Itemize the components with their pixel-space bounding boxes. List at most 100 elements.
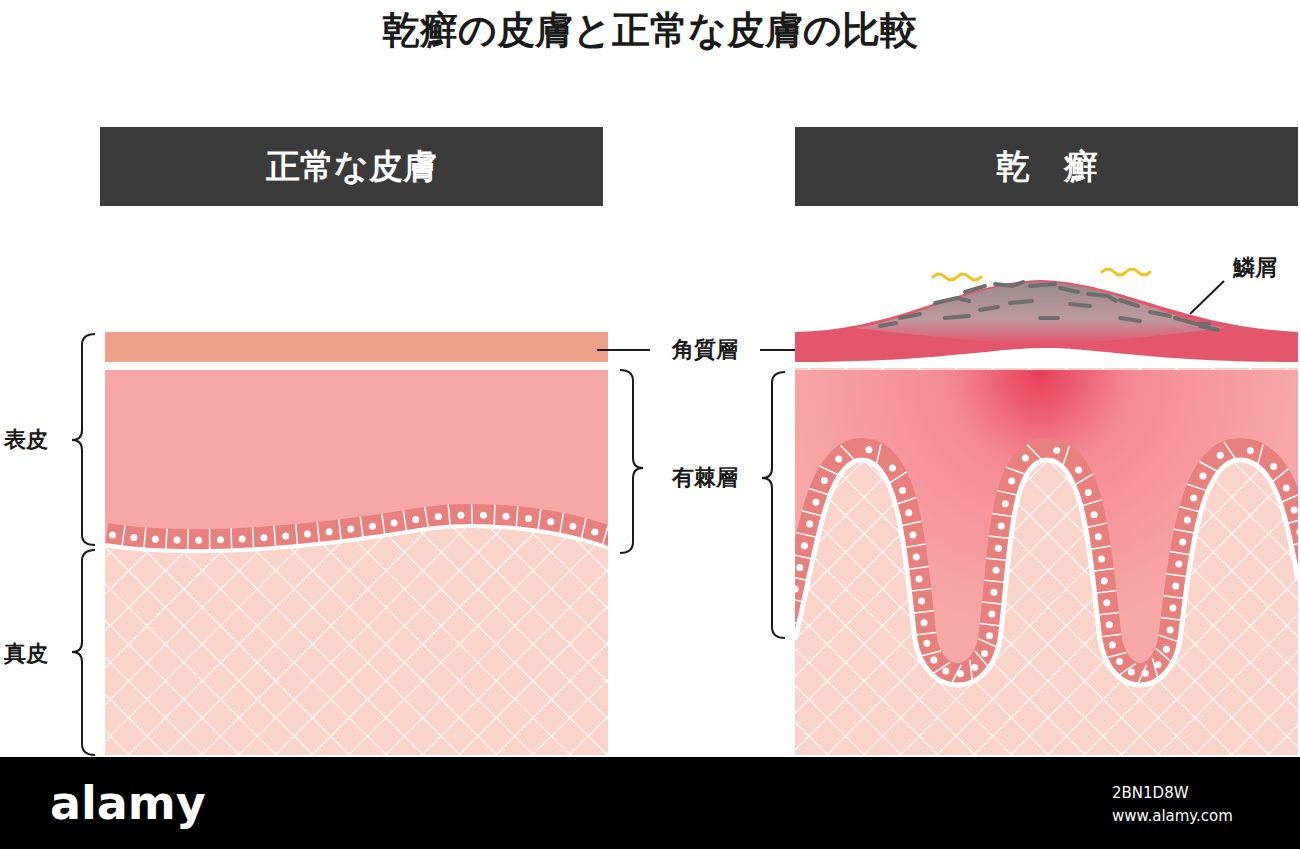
cell-nucleus [1101,577,1108,584]
cell-nucleus [905,509,912,516]
cell-wall [932,662,950,674]
cell-nucleus [1172,583,1179,590]
layer-label: 真皮 [4,639,48,669]
cell-wall [122,526,125,548]
cell-nucleus [792,585,799,592]
footer-bar [0,757,1300,849]
cell-nucleus [916,576,923,583]
itch-marks [933,269,1150,280]
cell-nucleus [899,487,906,494]
cell-wall [782,597,803,602]
cell-wall [900,521,921,526]
cell-nucleus [1008,477,1015,484]
cell-nucleus [282,533,289,540]
cell-nucleus [480,512,487,519]
cell-wall [1063,446,1070,467]
layer-label: 鱗屑 [1233,253,1277,283]
cell-wall [907,566,929,569]
cell-wall [1257,445,1263,466]
cell-nucleus [918,597,925,604]
cell-wall [986,558,1008,560]
cell-wall [296,524,298,546]
cell-wall [982,602,1004,604]
cell-nucleus [239,536,246,543]
cell-nucleus [1053,447,1060,454]
brackets [72,334,785,755]
cell-nucleus [921,619,928,626]
header-band: 乾 癬 [795,127,1298,206]
header-text: 乾 癬 [996,144,1098,190]
cell-nucleus [1247,447,1254,454]
cell-nucleus [173,536,180,543]
layer-label: 有棘層 [672,463,738,493]
cell-wall [802,511,823,517]
cell-wall [1105,653,1126,659]
cell-nucleus [152,536,159,543]
cell-nucleus [942,668,949,675]
cell-nucleus [1002,500,1009,507]
cell-nucleus [923,640,930,647]
cell-nucleus [391,520,398,527]
cell-nucleus [981,650,988,657]
stratum-corneum [795,280,1298,362]
scales [880,282,1218,330]
cell-nucleus [1175,561,1182,568]
cell-nucleus [1085,489,1092,496]
cell-nucleus [1167,626,1174,633]
cell-nucleus [1109,641,1116,648]
cell-wall [914,632,936,635]
cell-nucleus [435,513,442,520]
cell-nucleus [782,628,789,635]
cell-wall [1159,635,1180,642]
cell-nucleus [796,564,803,571]
cell-nucleus [1091,511,1098,518]
cell-nucleus [130,534,137,541]
cell-nucleus [569,523,576,530]
cell-nucleus [986,632,993,639]
cell-wall [253,527,254,549]
cell-wall [984,580,1006,582]
cell-nucleus [195,537,202,544]
cell-wall [876,444,881,465]
cell-wall [840,445,855,461]
cell-nucleus [971,664,978,671]
cell-wall [1097,613,1119,615]
cell-nucleus [1179,539,1186,546]
cell-wall [144,527,146,549]
cell-wall [970,660,973,682]
header-band: 正常な皮膚 [100,127,603,206]
cell-wall [1170,552,1192,555]
diagram-title: 乾癬の皮膚と正常な皮膚の比較 [382,5,918,56]
basal-layer [795,460,1298,685]
cell-nucleus [1283,485,1290,492]
cell-nucleus [217,536,224,543]
watermark: www.alamy.com [1112,807,1233,825]
cell-wall [1074,474,1093,485]
cell-nucleus [260,534,267,541]
cell-nucleus [990,589,997,596]
cell-wall [209,529,211,551]
cell-wall [602,525,608,546]
cell-wall [560,513,564,535]
layer-label: 表皮 [4,425,48,455]
thickened-epidermis [795,370,1298,685]
cell-wall [403,510,406,532]
watermark: alamy [50,776,206,830]
cell-wall [1199,461,1218,472]
cell-wall [1092,568,1114,571]
cell-nucleus [1291,507,1298,514]
cell-wall [778,618,799,623]
cell-nucleus [1163,646,1170,653]
dermis [795,368,1298,755]
cell-nucleus [1169,605,1176,612]
cell-nucleus [1098,555,1105,562]
layer-label: 角質層 [672,335,738,365]
cell-wall [1174,529,1196,533]
cell-wall [516,506,518,528]
cell-wall [1166,574,1188,577]
cell-nucleus [547,518,554,525]
dermal-boundary [105,526,608,551]
cell-wall [1271,469,1288,483]
dermal-boundary [795,460,1298,685]
cell-nucleus [801,542,808,549]
